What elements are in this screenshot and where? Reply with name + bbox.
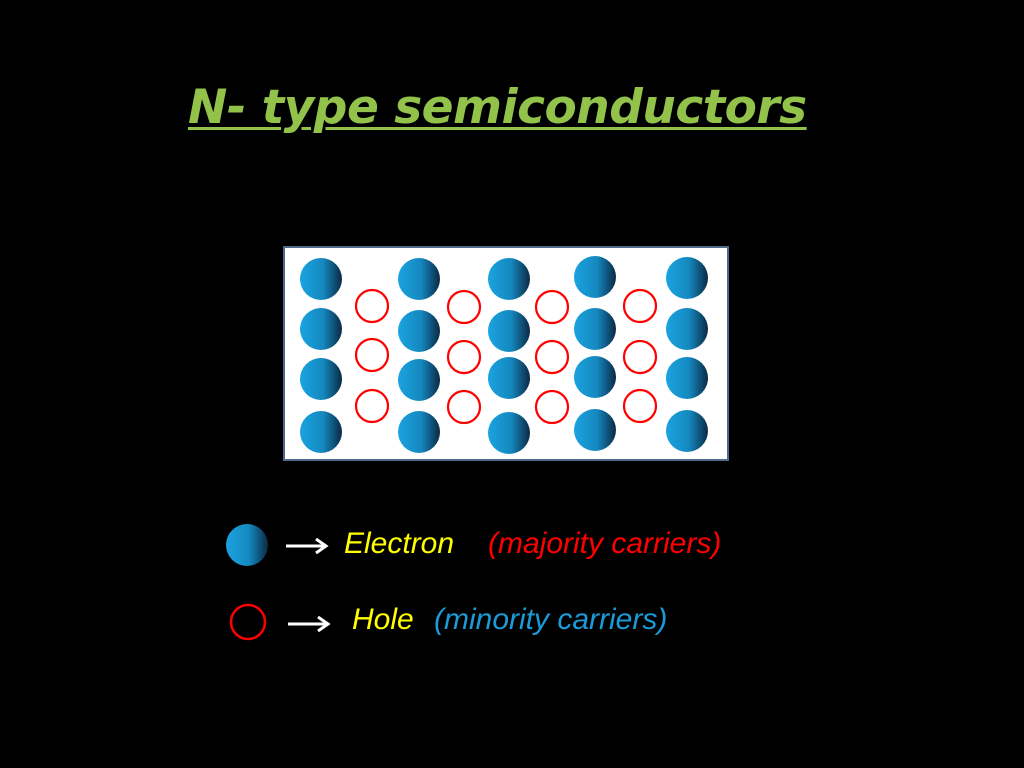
minority-carriers-note: (minority carriers) (434, 603, 668, 636)
electron-dot (488, 412, 530, 454)
hole-label: Hole (352, 603, 414, 636)
electron-dot (574, 409, 616, 451)
hole-group (354, 288, 658, 425)
electron-dot (574, 356, 616, 398)
electron-dot (398, 258, 440, 300)
electron-dot (488, 258, 530, 300)
hole-ring (354, 388, 390, 424)
electron-dot (666, 257, 708, 299)
hole-ring (534, 389, 570, 425)
hole-ring (534, 339, 570, 375)
hole-ring (622, 288, 658, 324)
legend-hole-row: Hole (minority carriers) (228, 600, 828, 644)
electron-dot (574, 256, 616, 298)
legend-electron-row: Electron (majority carriers) (224, 522, 824, 566)
hole-legend-icon (229, 603, 267, 641)
hole-ring (622, 339, 658, 375)
electron-dot (300, 358, 342, 400)
right-arrow-icon (288, 615, 331, 633)
slide-title: N- type semiconductors (188, 80, 807, 135)
electron-dot (300, 258, 342, 300)
electron-dot (398, 359, 440, 401)
electron-dot (666, 357, 708, 399)
hole-ring (446, 339, 482, 375)
hole-ring (534, 289, 570, 325)
electron-dot (574, 308, 616, 350)
electron-dot (300, 308, 342, 350)
lattice-canvas (300, 256, 708, 454)
electron-dot (300, 411, 342, 453)
electron-dot (488, 357, 530, 399)
electron-dot (398, 411, 440, 453)
lattice-diagram (283, 246, 729, 461)
electron-label: Electron (344, 527, 455, 560)
hole-ring (354, 288, 390, 324)
hole-ring (622, 388, 658, 424)
electron-dot (488, 310, 530, 352)
hole-ring (446, 389, 482, 425)
hole-ring (446, 289, 482, 325)
electron-group (300, 256, 708, 454)
right-arrow-icon (286, 537, 329, 555)
electron-legend-icon (226, 524, 268, 566)
electron-dot (666, 410, 708, 452)
electron-dot (398, 310, 440, 352)
majority-carriers-note: (majority carriers) (488, 527, 722, 560)
hole-ring (354, 337, 390, 373)
electron-dot (666, 308, 708, 350)
